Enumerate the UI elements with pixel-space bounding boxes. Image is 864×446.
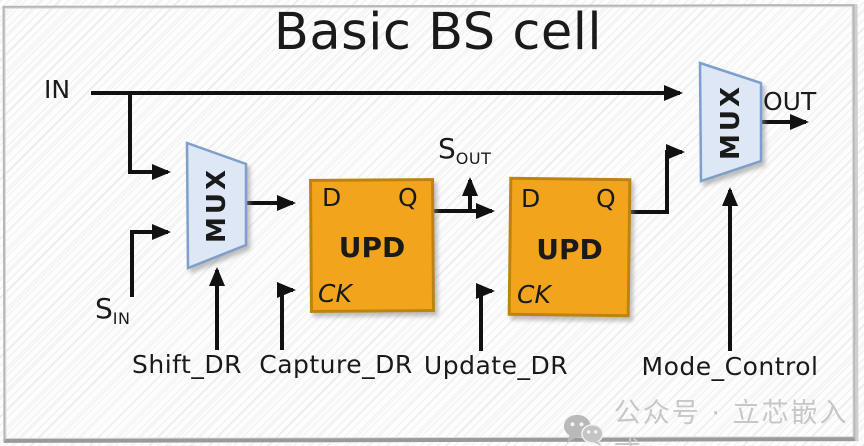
scan-in-wire — [130, 224, 171, 297]
update-dr-wire — [476, 283, 495, 351]
input-mux-shape — [185, 141, 248, 270]
diagram-title: Basic BS cell — [273, 3, 603, 62]
reg2-name: UPD — [536, 233, 603, 266]
reg1-pin-q: Q — [398, 183, 418, 212]
scan-out-label: SOUT — [438, 132, 492, 168]
wechat-icon — [563, 414, 604, 446]
reg2-pin-q: Q — [596, 184, 616, 213]
control-label-mode-control: Mode_Control — [641, 352, 819, 381]
control-label-capture-dr: Capture_DR — [259, 350, 413, 379]
input-mux-label: MUX — [202, 166, 232, 244]
capture-dr-wire — [277, 282, 296, 350]
watermark-text: 公众号 · 立芯嵌入式 — [613, 398, 849, 446]
reg1-pin-ck: CK — [318, 279, 352, 308]
capture-register-box — [309, 178, 435, 313]
reg1-pin-d: D — [322, 183, 342, 212]
control-label-shift-dr: Shift_DR — [132, 350, 242, 379]
scan-in-label: SIN — [95, 292, 131, 328]
in-signal-label: IN — [44, 75, 71, 104]
watermark: 公众号 · 立芯嵌入式 — [563, 391, 864, 446]
out-signal-label: OUT — [763, 87, 817, 116]
control-label-update-dr: Update_DR — [423, 351, 569, 380]
reg2-pin-ck: CK — [517, 280, 551, 309]
output-mux-shape — [698, 61, 763, 183]
output-mux-label: MUX — [716, 83, 746, 161]
in-branch-wire — [128, 93, 171, 180]
update-register-box — [507, 176, 632, 318]
q2-to-mux2-wire — [629, 144, 685, 214]
reg2-pin-d: D — [521, 184, 541, 213]
reg1-name: UPD — [338, 231, 406, 264]
